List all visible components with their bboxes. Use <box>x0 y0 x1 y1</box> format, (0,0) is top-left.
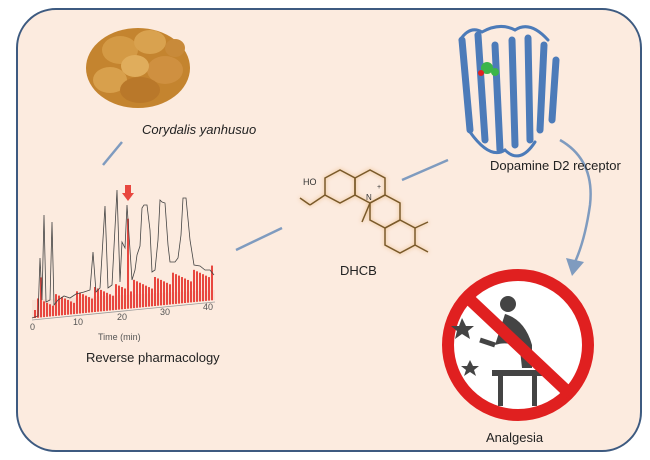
activity-bar <box>106 292 108 311</box>
activity-bar <box>142 284 144 308</box>
herb-tubers-image <box>86 28 190 108</box>
activity-bar <box>130 291 132 309</box>
activity-bar <box>205 275 207 301</box>
dhcb-structure <box>299 169 429 254</box>
activity-bar <box>97 288 99 312</box>
activity-bar <box>169 284 171 305</box>
activity-bar <box>121 287 123 310</box>
activity-bar <box>127 218 129 309</box>
activity-bar <box>184 278 186 303</box>
effect-label: Analgesia <box>486 430 544 445</box>
compound-label: DHCB <box>340 263 377 278</box>
activity-bar <box>70 301 72 315</box>
x-tick-30: 30 <box>160 307 170 317</box>
connector-chromatogram-dhcb <box>235 226 283 252</box>
activity-bar <box>58 295 60 316</box>
activity-bar <box>115 284 117 310</box>
chromatogram: 0 10 20 30 40 Time (min) <box>30 185 216 342</box>
activity-bar <box>190 281 192 303</box>
no-pain-sign-icon <box>442 269 594 421</box>
activity-bar <box>136 281 138 308</box>
activity-bar <box>145 285 147 307</box>
nitrogen-label: N <box>366 193 372 202</box>
activity-bar <box>154 277 156 306</box>
method-label: Reverse pharmacology <box>86 350 220 365</box>
activity-bar <box>181 277 183 304</box>
activity-bar <box>139 282 141 308</box>
chromatogram-trace <box>31 189 215 319</box>
herb-label: Corydalis yanhusuo <box>142 122 257 137</box>
activity-bar <box>46 302 48 317</box>
activity-bar <box>112 295 114 311</box>
connector-dhcb-receptor <box>401 158 449 182</box>
activity-bar <box>166 282 168 305</box>
activity-bar <box>151 288 153 307</box>
ligand-icon <box>478 62 499 76</box>
activity-bar <box>118 285 120 310</box>
activity-bar <box>202 274 204 302</box>
arrow-receptor-analgesia <box>559 138 592 263</box>
peak-arrow-icon <box>122 185 134 201</box>
activity-bar <box>55 294 57 316</box>
activity-bar <box>133 279 135 309</box>
activity-bar <box>43 301 45 318</box>
activity-bar <box>103 291 105 312</box>
activity-bar <box>193 269 195 303</box>
x-axis-label: Time (min) <box>98 332 141 342</box>
activity-bar <box>172 272 174 305</box>
activity-bar <box>88 297 90 313</box>
activity-bar <box>49 304 51 317</box>
activity-bar <box>100 289 102 312</box>
activity-bar <box>85 295 87 313</box>
activity-bar <box>196 271 198 302</box>
activity-bar <box>187 279 189 303</box>
activity-bar <box>76 291 78 314</box>
activity-bar <box>109 294 111 311</box>
activity-bar <box>160 279 162 306</box>
activity-bar <box>73 302 75 315</box>
activity-bar <box>148 287 150 307</box>
activity-bar <box>52 305 54 317</box>
activity-bar <box>64 298 66 315</box>
x-tick-10: 10 <box>73 317 83 327</box>
activity-bar <box>163 281 165 306</box>
activity-bar <box>157 278 159 306</box>
x-tick-20: 20 <box>117 312 127 322</box>
d2-receptor-structure <box>458 25 560 158</box>
activity-bar <box>211 265 213 301</box>
connector-herb-chromatogram <box>102 141 123 166</box>
target-label: Dopamine D2 receptor <box>490 158 621 173</box>
x-tick-0: 0 <box>30 322 35 332</box>
activity-bar <box>208 277 210 301</box>
activity-bar <box>82 294 84 314</box>
activity-bar <box>67 299 69 315</box>
activity-bar <box>61 297 63 316</box>
charge-label: + <box>377 184 381 191</box>
activity-bar <box>91 298 93 313</box>
activity-bar <box>94 287 96 312</box>
activity-bar <box>178 275 180 304</box>
activity-bar <box>40 277 42 318</box>
activity-bar <box>175 274 177 304</box>
x-tick-40: 40 <box>203 302 213 312</box>
activity-bar <box>199 272 201 302</box>
activity-bar <box>79 292 81 314</box>
activity-bar <box>124 288 126 309</box>
hydroxyl-label: HO <box>303 177 317 187</box>
activity-bar <box>34 310 36 318</box>
arrowhead-icon <box>566 258 584 276</box>
